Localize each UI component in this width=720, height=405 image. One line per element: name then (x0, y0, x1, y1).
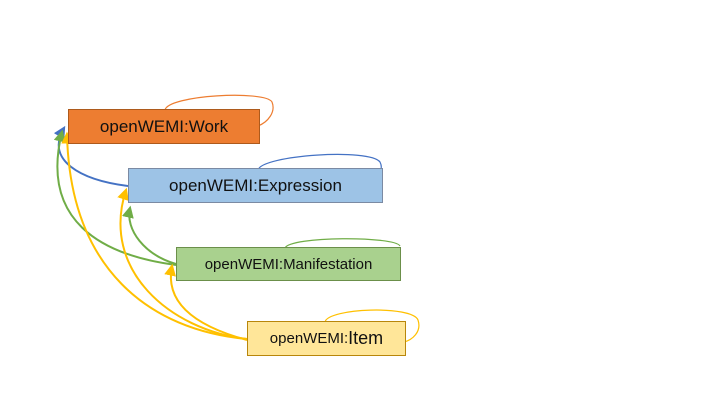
manifestation-node: openWEMI:Manifestation (176, 247, 401, 281)
work-self-loop (164, 94, 274, 127)
edge-item-to-work (61, 131, 248, 340)
item-node: openWEMI:Item (247, 321, 406, 356)
item-label-main: Item (348, 328, 384, 348)
work-node: openWEMI:Work (68, 109, 260, 144)
edge-item-to-expression (117, 187, 248, 340)
work-label: openWEMI:Work (99, 116, 229, 136)
edge-item-to-manifestation (164, 263, 248, 341)
expression-label: openWEMI:Expression (169, 175, 342, 195)
manifestation-self-loop (284, 238, 401, 249)
edge-manifestation-to-expression (122, 205, 177, 265)
edge-manifestation-to-work (53, 129, 177, 266)
item-self-loop (324, 309, 420, 343)
manifestation-label: openWEMI:Manifestation (204, 255, 373, 273)
item-label-prefix: openWEMI: (269, 330, 349, 347)
expression-node: openWEMI:Expression (128, 168, 383, 203)
